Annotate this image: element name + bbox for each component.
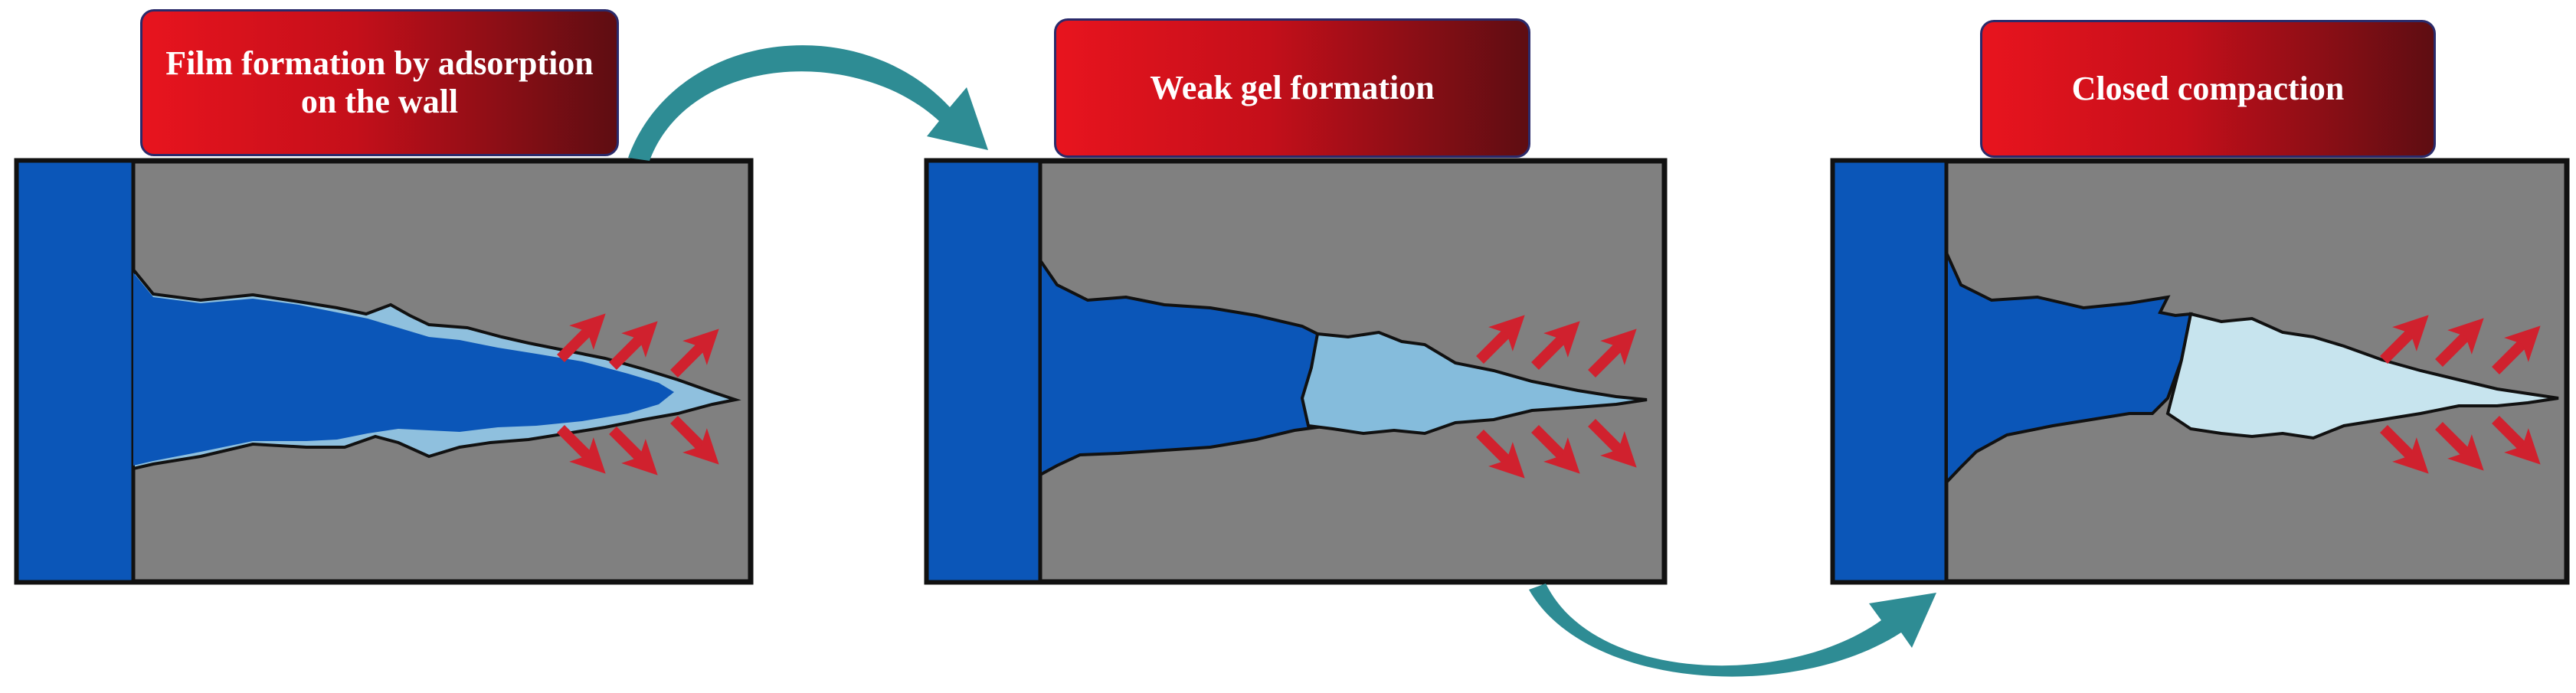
arrow	[670, 416, 719, 465]
flow-arrow-1-body	[628, 45, 988, 161]
panel-1	[14, 158, 754, 585]
panel-1-fluid-inlet	[15, 159, 136, 584]
stage-3-title: Closed compaction	[2071, 70, 2345, 107]
arrow	[1531, 425, 1580, 474]
arrow	[2380, 315, 2429, 364]
panel-3-compact-gel	[2165, 312, 2559, 440]
panel-2-fluid-inlet	[925, 159, 1043, 584]
arrow	[1531, 321, 1580, 370]
panel-3-fluid-inlet	[1831, 159, 1949, 584]
arrow	[1476, 315, 1525, 364]
arrow	[609, 427, 658, 476]
arrow	[557, 313, 606, 362]
panel-2-pressure-arrows	[1476, 315, 1637, 479]
arrow	[2492, 325, 2541, 374]
panel-1-fracture-fluid	[133, 273, 674, 466]
arrow	[2492, 416, 2541, 465]
stage-2-title: Weak gel formation	[1150, 69, 1435, 106]
panel-2	[924, 158, 1668, 585]
panel-1-pressure-arrows	[557, 313, 719, 476]
panel-3-pressure-arrows	[2380, 315, 2541, 474]
arrow	[557, 425, 606, 474]
flow-arrow-2	[1529, 583, 1936, 677]
flow-arrow-1	[628, 45, 988, 161]
arrow	[1476, 430, 1525, 479]
stage-1-title: Film formation by adsorption on the wall	[165, 44, 594, 120]
arrow	[2435, 422, 2484, 471]
panel-2-weak-gel	[1300, 330, 1648, 436]
flow-arrow-2-body	[1529, 583, 1936, 677]
arrow	[2380, 425, 2429, 474]
stage-3-label: Closed compaction	[1980, 20, 2436, 158]
stage-1-label: Film formation by adsorption on the wall	[140, 9, 619, 156]
arrow	[1588, 329, 1637, 378]
arrow	[609, 321, 658, 370]
arrow	[1588, 419, 1637, 468]
arrow	[670, 329, 719, 378]
arrow	[2435, 318, 2484, 367]
panel-3	[1830, 158, 2570, 585]
stage-2-label: Weak gel formation	[1054, 18, 1530, 158]
